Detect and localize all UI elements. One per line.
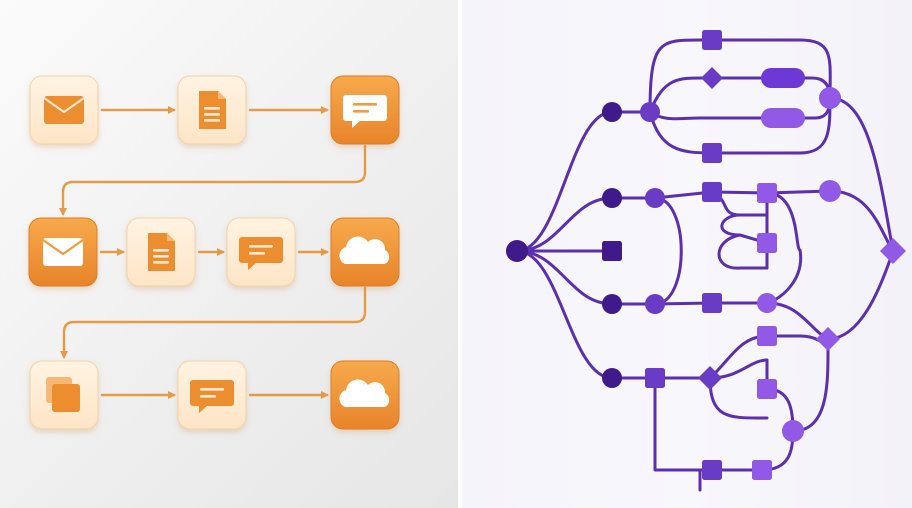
cloud-icon bbox=[339, 379, 390, 407]
network-node bbox=[782, 420, 804, 442]
network-node bbox=[702, 293, 722, 313]
network-pill-node bbox=[761, 68, 805, 88]
network-node bbox=[757, 293, 777, 313]
network-pill-node bbox=[761, 108, 805, 128]
document-icon bbox=[199, 91, 226, 129]
workflow-step bbox=[177, 360, 247, 430]
network-node bbox=[602, 102, 622, 122]
workflow-step bbox=[28, 217, 98, 287]
network-node bbox=[602, 368, 622, 388]
workflow-step bbox=[29, 360, 99, 430]
network-edge bbox=[791, 337, 830, 433]
network-node bbox=[757, 379, 777, 399]
network-node bbox=[702, 143, 722, 163]
copy-icon bbox=[46, 377, 80, 412]
document-icon bbox=[148, 233, 175, 271]
network-node bbox=[757, 233, 777, 253]
workflow-wrap-arrow bbox=[59, 144, 367, 216]
network-edge bbox=[717, 233, 769, 270]
network-node bbox=[819, 180, 841, 202]
network-panel bbox=[462, 0, 912, 508]
network-node bbox=[702, 182, 722, 202]
network-node bbox=[645, 368, 665, 388]
workflow-connectors bbox=[59, 106, 367, 399]
chat-icon bbox=[343, 95, 387, 128]
network-edge bbox=[648, 38, 832, 114]
network-node bbox=[816, 327, 840, 351]
network-edge bbox=[515, 196, 614, 253]
workflow-step bbox=[330, 75, 400, 145]
network-edge bbox=[826, 249, 895, 341]
network-sink-node bbox=[880, 238, 906, 264]
network-node bbox=[752, 460, 772, 480]
workflow-panel bbox=[0, 0, 458, 508]
network-node bbox=[757, 326, 777, 346]
workflow-step bbox=[226, 217, 296, 287]
network-node bbox=[645, 188, 665, 208]
panel-divider bbox=[458, 0, 462, 508]
network-edge bbox=[515, 249, 614, 380]
mail-icon bbox=[43, 96, 85, 124]
network-edge bbox=[515, 249, 614, 306]
network-edges bbox=[515, 38, 895, 492]
network-edge bbox=[765, 191, 803, 305]
workflow-step bbox=[330, 217, 400, 287]
workflow-step bbox=[330, 360, 400, 430]
mail-icon bbox=[42, 238, 84, 266]
workflow-diagram bbox=[28, 75, 400, 430]
network-edge bbox=[653, 196, 683, 306]
network-node bbox=[702, 460, 722, 480]
network-node bbox=[698, 366, 722, 390]
workflow-wrap-arrow bbox=[60, 286, 367, 359]
workflow-step bbox=[29, 75, 99, 145]
network-edge bbox=[648, 96, 832, 155]
network-edge bbox=[653, 301, 830, 341]
network-node bbox=[640, 102, 660, 122]
network-node bbox=[602, 294, 622, 314]
network-node bbox=[701, 67, 723, 89]
chat-icon bbox=[190, 380, 234, 413]
network-node bbox=[602, 188, 622, 208]
network-node bbox=[645, 294, 665, 314]
network-edge bbox=[653, 189, 832, 200]
network-edge bbox=[515, 110, 614, 253]
workflow-step bbox=[177, 75, 247, 145]
network-node bbox=[702, 30, 722, 50]
network-root-node bbox=[506, 240, 528, 262]
network-edge bbox=[828, 96, 895, 253]
network-node bbox=[757, 183, 777, 203]
workflow-step bbox=[126, 217, 196, 287]
network-node bbox=[819, 87, 841, 109]
cloud-icon bbox=[339, 236, 390, 264]
workflow-tiles bbox=[28, 75, 400, 430]
network-diagram bbox=[506, 30, 906, 492]
chat-icon bbox=[239, 237, 283, 270]
network-nodes bbox=[506, 30, 906, 480]
network-node bbox=[602, 241, 622, 261]
